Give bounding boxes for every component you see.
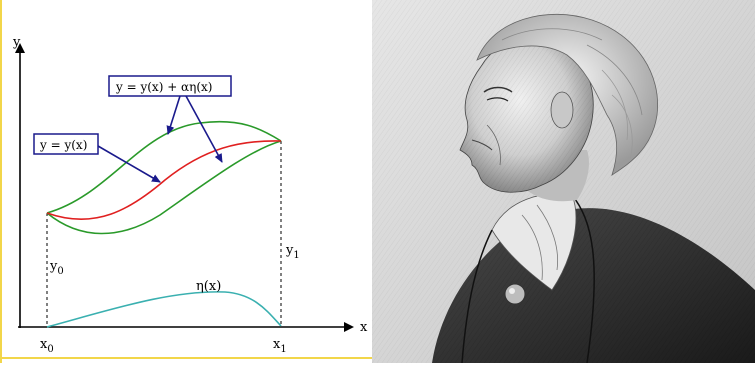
eta-curve <box>46 291 282 328</box>
portrait-image <box>372 0 755 363</box>
portrait-coat-button <box>504 283 526 305</box>
varied-curve-lower <box>46 140 282 235</box>
varied-label-box <box>108 75 232 97</box>
frame-bottom-border <box>0 357 372 359</box>
x-axis-label: x <box>360 320 368 335</box>
engraved-portrait-icon <box>372 0 755 363</box>
extremal-label-box <box>33 133 99 155</box>
diagram-canvas: y x x0 x1 y0 y1 η(x) y = y(x) + αη(x) y … <box>12 35 368 355</box>
y-axis-label: y <box>12 35 21 50</box>
y0-label: y0 <box>49 259 64 277</box>
portrait-cravat <box>491 193 577 291</box>
variation-diagram: y x x0 x1 y0 y1 η(x) y = y(x) + αη(x) y … <box>0 0 372 363</box>
extremal-label-text: y = y(x) <box>39 138 87 152</box>
x1-label: x1 <box>273 337 287 355</box>
y1-label: y1 <box>285 243 300 261</box>
varied-label-text: y = y(x) + αη(x) <box>115 80 212 94</box>
x0-label: x0 <box>40 337 54 355</box>
extremal-curve <box>46 140 282 221</box>
frame-left-border <box>0 0 2 363</box>
arrow-to-lower-variation <box>185 95 223 163</box>
arrow-to-extremal <box>97 145 161 183</box>
arrow-to-upper-variation <box>166 95 181 135</box>
portrait-hair <box>476 13 659 176</box>
varied-curve-upper <box>46 120 282 214</box>
eta-label: η(x) <box>196 279 221 294</box>
